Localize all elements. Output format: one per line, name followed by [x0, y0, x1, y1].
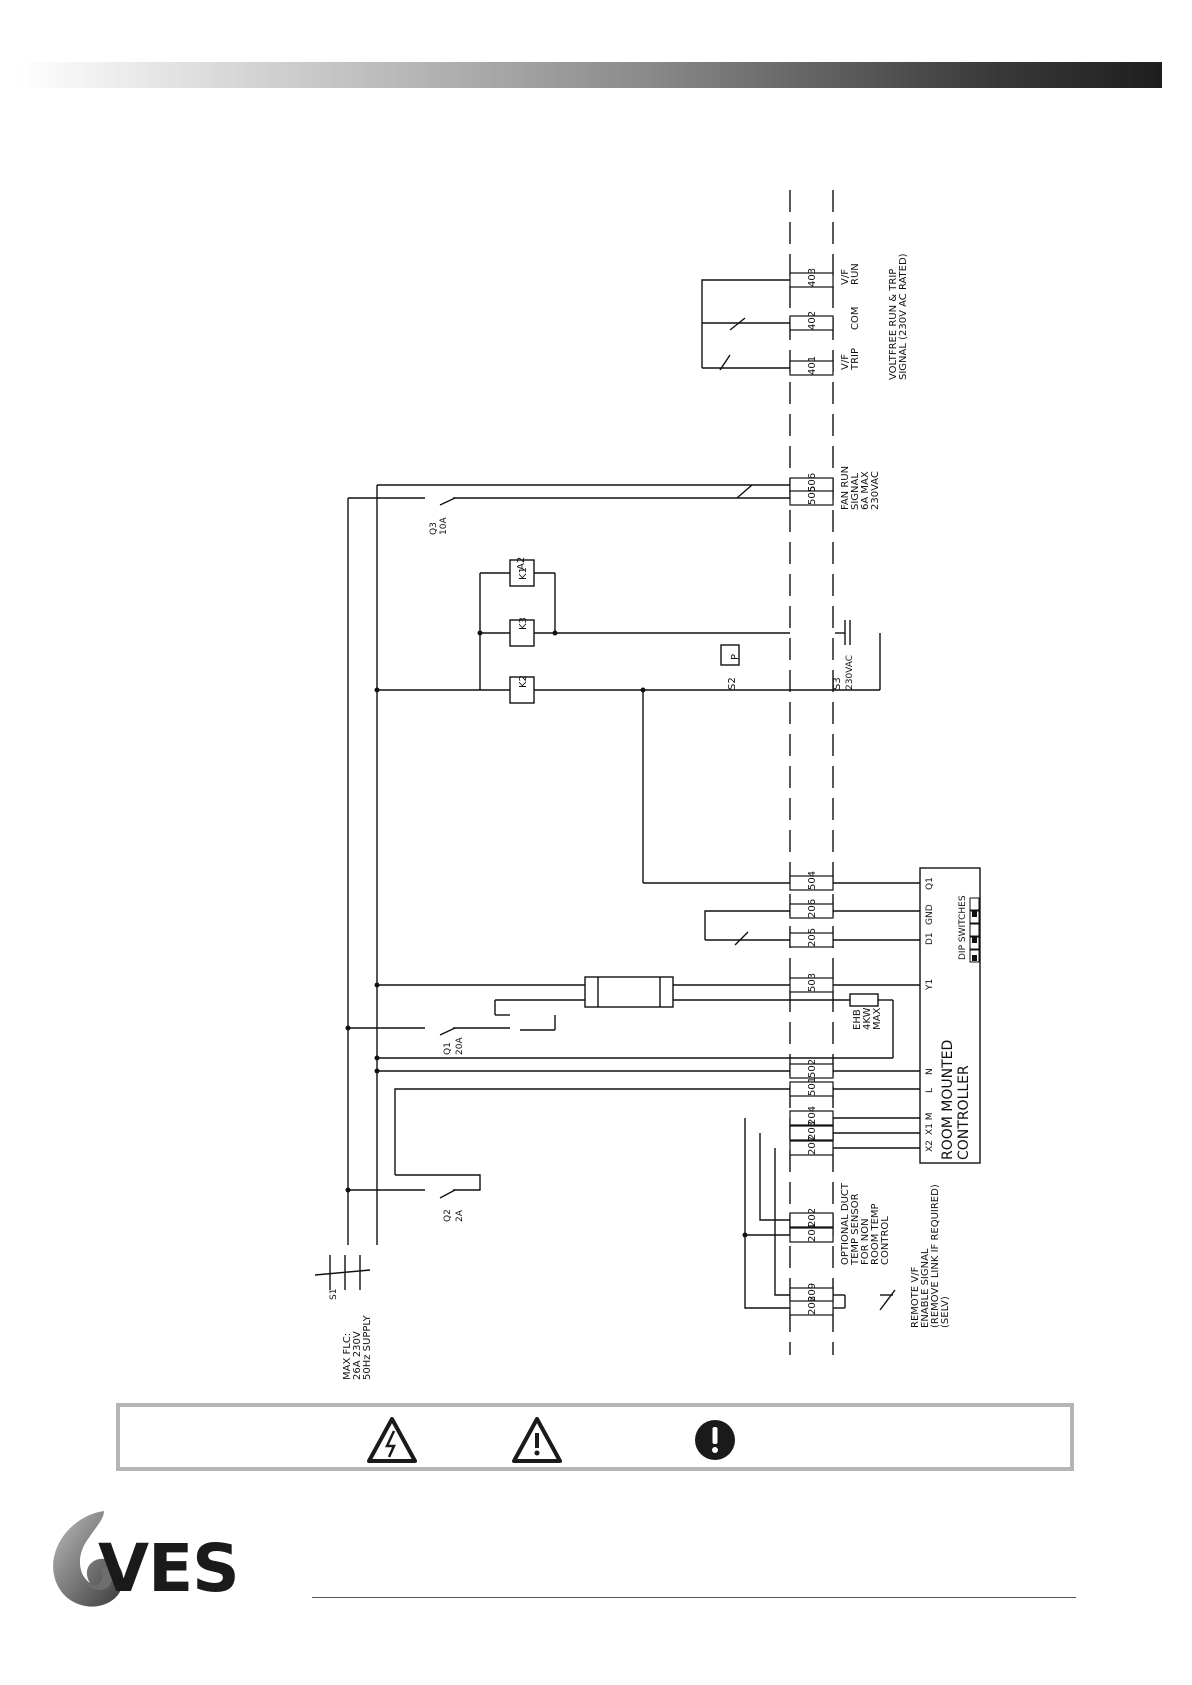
terminal-502: 502: [807, 1059, 818, 1078]
terminal-503: 503: [807, 973, 818, 992]
pin-l: L: [925, 1088, 935, 1093]
label-optional-duct-5: CONTROL: [880, 1216, 891, 1265]
pin-d1: D1: [925, 932, 935, 945]
label-fan-run-1: FAN RUN: [840, 466, 851, 510]
q3-tag: Q3: [429, 522, 439, 535]
terminal-203: 203: [807, 1121, 818, 1140]
important-notice-icon: [695, 1420, 735, 1460]
label-fan-run-3: 6A MAX: [860, 471, 871, 510]
s1-tag: S1: [329, 1289, 339, 1300]
terminal-506: 506: [807, 473, 818, 492]
warning-symbols-box: [116, 1403, 1074, 1471]
electrical-hazard-icon: [367, 1417, 417, 1463]
terminal-403: 403: [807, 268, 818, 287]
label-fan-run-2: SIGNAL: [850, 473, 861, 510]
label-optional-duct-4: ROOM TEMP: [870, 1203, 881, 1265]
pin-q1: Q1: [925, 877, 935, 890]
label-optional-duct-2: TEMP SENSOR: [850, 1193, 861, 1266]
terminal-206: 206: [807, 899, 818, 918]
coil-k1-a2: A2: [516, 557, 527, 570]
coil-k2-tag: K2: [518, 675, 529, 688]
q1-rating: 20A: [455, 1037, 465, 1055]
terminal-202: 202: [807, 1208, 818, 1227]
terminal-208: 208: [807, 1296, 818, 1315]
footer-rule: [312, 1597, 1076, 1598]
label-vf-run-1: V/F: [840, 269, 851, 285]
dip-switches-label: DIP SWITCHES: [958, 895, 968, 960]
s3-tag: S3: [832, 677, 843, 690]
label-voltfree-2: SIGNAL (230V AC RATED): [898, 253, 909, 380]
label-remote-1: REMOTE V/F: [910, 1266, 921, 1328]
label-remote-2: ENABLE SIGNAL: [920, 1248, 931, 1328]
terminal-504: 504: [807, 871, 818, 890]
s3-voltage: 230VAC: [845, 655, 855, 690]
controller-title-2: CONTROLLER: [956, 1065, 972, 1160]
q1-tag: Q1: [443, 1042, 453, 1055]
pin-x1m: X1 M: [925, 1112, 935, 1135]
brand-wordmark: VES: [98, 1530, 240, 1607]
general-warning-icon: [512, 1417, 562, 1463]
header-gradient-bar: [18, 62, 1162, 88]
label-vf-trip-1: V/F: [840, 354, 851, 370]
q3-rating: 10A: [439, 517, 449, 535]
label-optional-duct-3: FOR NON: [860, 1218, 871, 1265]
label-vf-trip-2: TRIP: [850, 348, 861, 371]
label-com: COM: [850, 307, 861, 330]
s2-tag: S2: [727, 677, 738, 690]
q2-tag: Q2: [443, 1209, 453, 1222]
supply-note-2: 26A 230V: [352, 1331, 363, 1380]
pin-y1: Y1: [925, 979, 935, 991]
label-vf-run-2: RUN: [850, 263, 861, 285]
terminal-505: 505: [807, 486, 818, 505]
terminal-209: 209: [807, 1283, 818, 1302]
terminal-204: 204: [807, 1106, 818, 1125]
label-remote-4: (SELV): [940, 1296, 951, 1328]
coil-k1-tag: K1: [518, 567, 529, 580]
q2-rating: 2A: [455, 1209, 465, 1222]
wiring-schematic: 403 402 401 506 505 504 206 205 503 502 …: [314, 190, 981, 1380]
terminal-402: 402: [807, 311, 818, 330]
coil-k3-tag: K3: [518, 617, 529, 630]
pin-x2: X2: [925, 1140, 935, 1152]
label-fan-run-4: 230VAC: [870, 471, 881, 510]
pin-gnd: GND: [925, 904, 935, 925]
supply-note-3: 50Hz SUPPLY: [362, 1314, 373, 1380]
heater-label-1: EHB: [852, 1009, 863, 1030]
supply-note-1: MAX FLC:: [342, 1333, 353, 1380]
ves-logo-swirl: [53, 1511, 124, 1607]
terminal-401: 401: [807, 356, 818, 375]
heater-label-2: 4KW: [862, 1007, 873, 1030]
label-optional-duct-1: OPTIONAL DUCT: [840, 1182, 851, 1265]
label-voltfree-1: VOLTFREE RUN & TRIP: [888, 269, 899, 380]
pin-n: N: [925, 1068, 935, 1075]
heater-label-3: MAX: [872, 1008, 883, 1030]
controller-title-1: ROOM MOUNTED: [940, 1040, 956, 1160]
label-remote-3: (REMOVE LINK IF REQUIRED): [930, 1184, 941, 1328]
terminal-207: 207: [807, 1136, 818, 1155]
terminal-205: 205: [807, 928, 818, 947]
s2-symbol: P: [730, 654, 741, 660]
terminal-501: 501: [807, 1077, 818, 1096]
terminal-201: 201: [807, 1223, 818, 1242]
